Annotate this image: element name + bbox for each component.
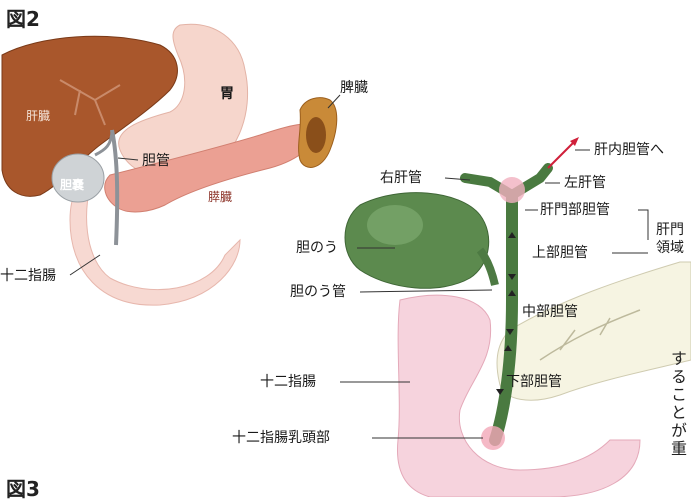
fig-b-gallbladder-shape xyxy=(345,193,489,289)
fig-a-stomach-label: 胃 xyxy=(220,86,234,102)
side-vertical-text: することが重 xyxy=(668,350,686,458)
fig-b-duodenum-label: 十二指腸 xyxy=(260,374,316,390)
fig-b-gallbladder-label: 胆のう xyxy=(296,240,338,256)
fig-b-upper-bile-duct-label: 上部胆管 xyxy=(532,245,588,261)
fig-a-spleen-label: 脾臓 xyxy=(340,80,368,96)
fig-b-right-hepatic-duct-label: 右肝管 xyxy=(380,170,422,186)
fig-b-middle-bile-duct-label: 中部胆管 xyxy=(522,304,578,320)
fig-a-bile-duct-label: 胆管 xyxy=(142,153,170,169)
fig-b-lower-bile-duct-label: 下部胆管 xyxy=(506,374,562,390)
fig-a-pancreas-label: 膵臓 xyxy=(208,190,232,204)
fig-b-cystic-duct-label: 胆のう管 xyxy=(290,284,346,300)
fig-b-intrahepatic-duct-label: 肝内胆管へ xyxy=(594,142,664,158)
fig-a-liver-label: 肝臓 xyxy=(26,109,50,123)
figure-title: 図2 xyxy=(6,8,40,30)
fig-b-common-bile-duct-shape xyxy=(495,195,512,440)
fig-b-hilar-region-label-1: 肝門 xyxy=(656,222,684,238)
fig-a-gallbladder-label: 胆嚢 xyxy=(60,178,84,192)
fig-b-hilar-bile-duct-label: 肝門部胆管 xyxy=(540,202,610,218)
fig-b-hilar-region-label-2: 領域 xyxy=(656,240,684,256)
fig-b-left-hepatic-duct-label: 左肝管 xyxy=(564,175,606,191)
fig-a-duodenum-label: 十二指腸 xyxy=(0,268,56,284)
fig-b-papilla-label: 十二指腸乳頭部 xyxy=(232,430,330,446)
